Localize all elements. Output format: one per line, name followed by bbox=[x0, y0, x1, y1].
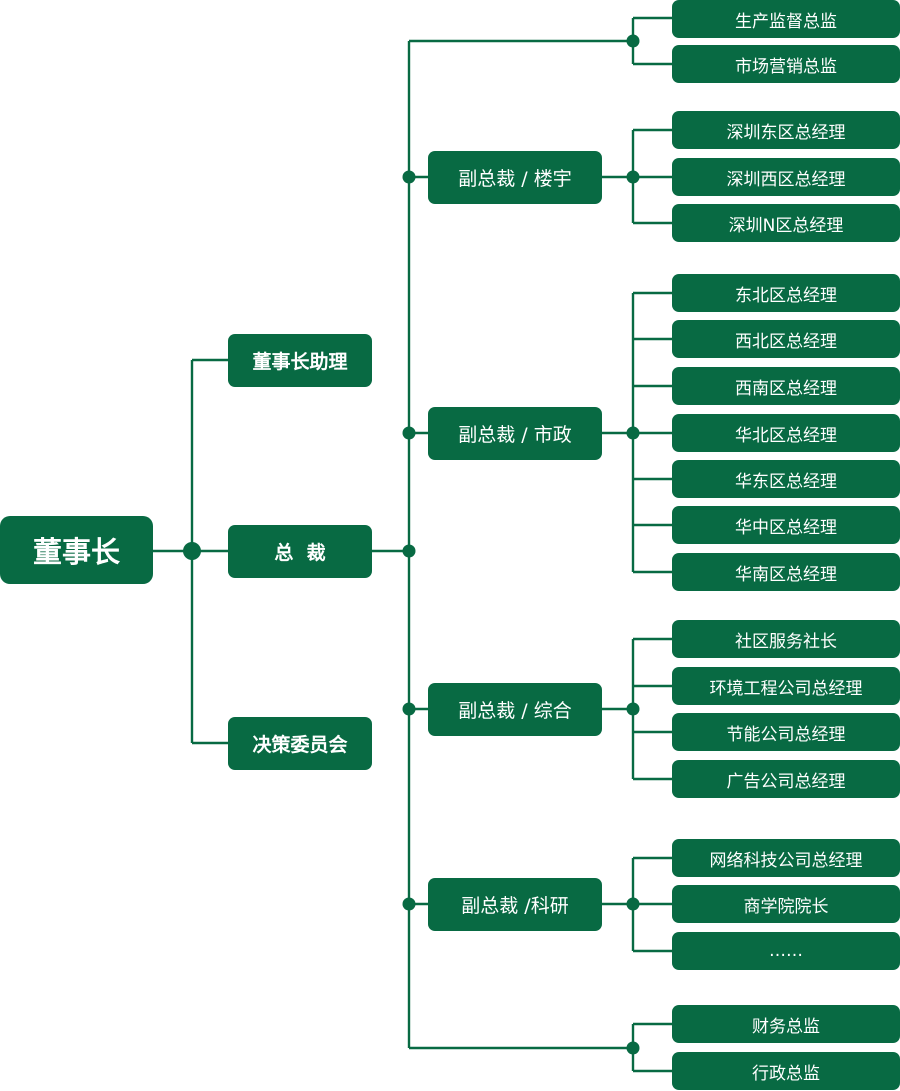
leaf-finance-director: 财务总监 bbox=[672, 1005, 900, 1043]
leaf-northwest: 西北区总经理 bbox=[672, 320, 900, 358]
leaf-production-director: 生产监督总监 bbox=[672, 0, 900, 38]
leaf-admin-director: 行政总监 bbox=[672, 1052, 900, 1090]
leaf-business-school: 商学院院长 bbox=[672, 885, 900, 923]
leaf-network-tech: 网络科技公司总经理 bbox=[672, 839, 900, 877]
leaf-energy-saving: 节能公司总经理 bbox=[672, 713, 900, 751]
leaf-south-china: 华南区总经理 bbox=[672, 553, 900, 591]
chairman-assistant-box: 董事长助理 bbox=[228, 334, 372, 387]
leaf-environment-engineering: 环境工程公司总经理 bbox=[672, 667, 900, 705]
leaf-marketing-director: 市场营销总监 bbox=[672, 45, 900, 83]
leaf-more: …… bbox=[672, 932, 900, 970]
leaf-shenzhen-east: 深圳东区总经理 bbox=[672, 111, 900, 149]
vp-general-box: 副总裁 / 综合 bbox=[428, 683, 602, 736]
leaf-central-china: 华中区总经理 bbox=[672, 506, 900, 544]
leaf-southwest: 西南区总经理 bbox=[672, 367, 900, 405]
leaf-northeast: 东北区总经理 bbox=[672, 274, 900, 312]
leaf-east-china: 华东区总经理 bbox=[672, 460, 900, 498]
leaf-community-service: 社区服务社长 bbox=[672, 620, 900, 658]
chairman-box: 董事长 bbox=[0, 516, 153, 584]
vp-research-box: 副总裁 /科研 bbox=[428, 878, 602, 931]
leaf-north-china: 华北区总经理 bbox=[672, 414, 900, 452]
leaf-shenzhen-west: 深圳西区总经理 bbox=[672, 158, 900, 196]
vp-building-box: 副总裁 / 楼宇 bbox=[428, 151, 602, 204]
president-box: 总 裁 bbox=[228, 525, 372, 578]
decision-committee-box: 决策委员会 bbox=[228, 717, 372, 770]
vp-municipal-box: 副总裁 / 市政 bbox=[428, 407, 602, 460]
leaf-shenzhen-n: 深圳N区总经理 bbox=[672, 204, 900, 242]
leaf-advertising: 广告公司总经理 bbox=[672, 760, 900, 798]
